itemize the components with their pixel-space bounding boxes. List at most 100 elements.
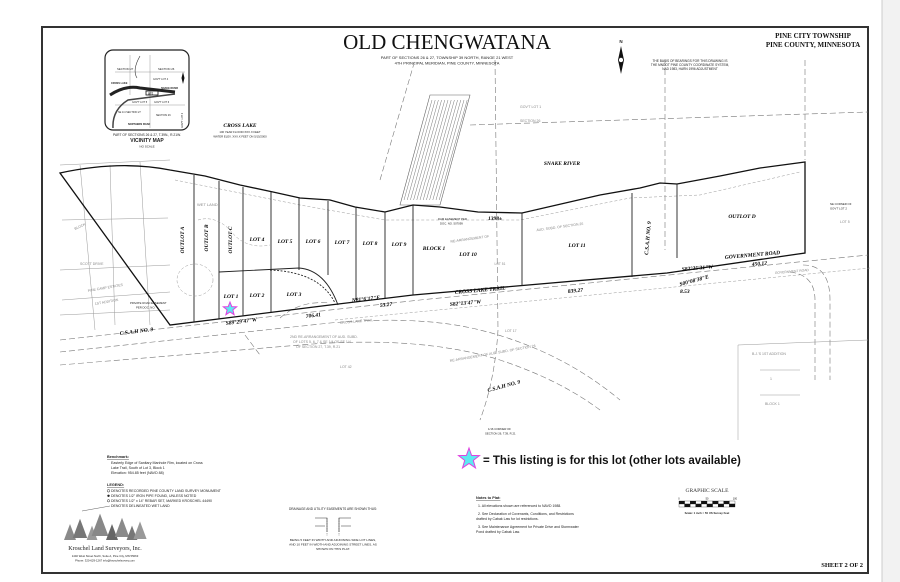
svg-text:OF LOTS 5, 6, 7 & SE 1/4 OF SE: OF LOTS 5, 6, 7 & SE 1/4 OF SE 1/4 bbox=[293, 340, 351, 344]
svg-text:8.53: 8.53 bbox=[680, 289, 690, 295]
sheet-number: SHEET 2 OF 2 bbox=[821, 562, 863, 569]
lot-label-outlot-c: OUTLOT C bbox=[228, 226, 234, 253]
scale-segment bbox=[695, 500, 702, 505]
vicinity-label-site: SITE bbox=[148, 94, 154, 96]
tree-icon bbox=[72, 518, 88, 538]
township-header: PINE CITY TOWNSHIP bbox=[775, 32, 851, 40]
hatch-line bbox=[422, 99, 452, 201]
svg-text:BLOCK: BLOCK bbox=[74, 222, 87, 231]
surveyed-shoreline bbox=[174, 171, 801, 221]
lot-label-1: LOT 1 bbox=[223, 294, 239, 300]
government-road-row-label: GOVERNMENT ROAD bbox=[775, 268, 810, 275]
tree-icon bbox=[114, 517, 130, 537]
lot-label-outlot-a: OUTLOT A bbox=[180, 226, 186, 253]
lot-label-8: LOT 8 bbox=[362, 241, 378, 247]
svg-text:THE BASIS OF BEARINGS FOR THIS: THE BASIS OF BEARINGS FOR THIS DRAWING I… bbox=[652, 59, 727, 63]
govt-lot-line bbox=[469, 111, 869, 126]
private-road-note: PRIVATE ROAD EASEMENT bbox=[130, 301, 167, 305]
svg-text:Easterly Edge of Sanitary Manh: Easterly Edge of Sanitary Manhole Rim, l… bbox=[111, 461, 203, 465]
svg-text:839.27: 839.27 bbox=[568, 288, 584, 295]
svg-text:CROSS LAKE: CROSS LAKE bbox=[223, 123, 256, 129]
hatch-line bbox=[432, 99, 462, 201]
scale-tick-label: 100 bbox=[733, 498, 738, 501]
easement-diagram: DRAINAGE AND UTILITY EASEMENTS ARE SHOWN… bbox=[289, 507, 377, 551]
vicinity-caption: PART OF SECTIONS 26 & 27, T.39N., R.21W. bbox=[113, 133, 181, 137]
scale-segment bbox=[684, 500, 691, 505]
tree-icon bbox=[91, 513, 109, 536]
svg-text:DENOTES 1/2" x 14" REBAR SET,: DENOTES 1/2" x 14" REBAR SET, MARKED KRO… bbox=[111, 499, 212, 503]
wetland-boundary bbox=[197, 218, 271, 247]
lot-label-5: LOT 5 bbox=[277, 239, 293, 245]
svg-text:WATER ELEV. XXX.X FEET ON 5/15: WATER ELEV. XXX.X FEET ON 5/15/2000 bbox=[213, 135, 267, 139]
svg-text:SCOTT DRIVE: SCOTT DRIVE bbox=[80, 262, 104, 266]
scale-segment bbox=[678, 503, 685, 508]
government-road-label: GOVERNMENT ROAD bbox=[725, 250, 781, 261]
svg-text:2. See Declaration of Covenan: 2. See Declaration of Covenants, Conditi… bbox=[478, 512, 574, 516]
vicinity-title: VICINITY MAP bbox=[130, 138, 164, 144]
scale-segment bbox=[706, 500, 713, 505]
svg-text:S89°29'47"W: S89°29'47"W bbox=[225, 316, 258, 327]
svg-text:1398±: 1398± bbox=[488, 216, 502, 222]
svg-text:SECTION 26, T.39, R.21: SECTION 26, T.39, R.21 bbox=[485, 432, 516, 436]
svg-text:S82°13'47"W: S82°13'47"W bbox=[450, 298, 483, 308]
svg-text:S00°08'38"E: S00°08'38"E bbox=[679, 273, 710, 288]
svg-text:2ND RE-ARRANGEMENT OF AUD. SUB: 2ND RE-ARRANGEMENT OF AUD. SUBD. bbox=[290, 335, 358, 339]
snake-river-label: SNAKE RIVER bbox=[544, 161, 581, 167]
surveyor-logo bbox=[64, 513, 147, 540]
svg-text:SHOWN ON THIS PLAT.: SHOWN ON THIS PLAT. bbox=[316, 547, 350, 551]
cross-lake-label: CROSS LAKE 100 YEAR FLOOD=XXX.X FEET WAT… bbox=[213, 123, 267, 139]
bearings-distances: S89°29'47"W 706.41 N81°6'17"E 53.27 S82°… bbox=[225, 261, 767, 327]
hatch-line bbox=[426, 99, 455, 201]
svg-text:53.27: 53.27 bbox=[380, 302, 393, 309]
block-1-label: BLOCK 1 bbox=[422, 246, 446, 252]
roads bbox=[59, 254, 871, 440]
svg-text:AND 10 FEET IN WIDTH AND ADJOI: AND 10 FEET IN WIDTH AND ADJOINING STREE… bbox=[289, 543, 377, 547]
svg-text:LOT 51: LOT 51 bbox=[495, 262, 506, 266]
scale-segment bbox=[718, 503, 724, 508]
cross-lake-trail-road-label: CROSS LAKE TRAIL bbox=[340, 318, 373, 325]
scale-segment bbox=[690, 500, 696, 505]
scale-segment bbox=[729, 500, 736, 505]
svg-text:Scale: 1 inch = 50 US Survey F: Scale: 1 inch = 50 US Survey Feet bbox=[685, 511, 730, 515]
listing-legend-star-icon bbox=[457, 446, 481, 470]
svg-text:100 YEAR FLOOD=XXX.X FEET: 100 YEAR FLOOD=XXX.X FEET bbox=[219, 130, 261, 134]
scale-segment bbox=[706, 503, 713, 508]
dam-easement-note: DAM EASEMENT PER bbox=[438, 217, 467, 221]
lot-label-7: LOT 7 bbox=[334, 240, 350, 246]
scale-segment bbox=[701, 503, 708, 508]
scale-tick-label: 50 bbox=[706, 498, 709, 501]
scale-segment bbox=[678, 500, 685, 505]
svg-text:LOT 5: LOT 5 bbox=[840, 220, 850, 224]
wetland-label: WET LAND bbox=[197, 202, 218, 207]
svg-text:1: 1 bbox=[770, 377, 772, 381]
scale-segment bbox=[712, 503, 719, 508]
svg-text:RE-ARRANGEMENT OF: RE-ARRANGEMENT OF bbox=[450, 234, 489, 243]
svg-text:Benchmark:: Benchmark: bbox=[107, 455, 129, 459]
scale-segment bbox=[723, 503, 730, 508]
vicinity-label-section-26-south: SECTION 26 bbox=[156, 114, 171, 117]
vicinity-label-govt-lot-4: GOV'T LOT 4 bbox=[153, 78, 169, 81]
north-arrow-icon: N bbox=[618, 39, 624, 74]
stormwater-pond bbox=[176, 263, 214, 297]
rearrangement-label: 2ND RE-ARRANGEMENT OF AUD. SUBD. OF LOTS… bbox=[290, 335, 358, 349]
svg-text:BLOCK 1: BLOCK 1 bbox=[765, 402, 780, 406]
bjs-addition-label: B.J.'S 1ST ADDITION bbox=[752, 352, 786, 356]
vicinity-label-section-27: SECTION 27 bbox=[117, 67, 134, 71]
tree-icon bbox=[64, 524, 76, 540]
vicinity-label-section-26: SECTION 26 bbox=[158, 67, 175, 71]
govt-lot-1-label: GOV'T LOT 1 bbox=[520, 105, 541, 109]
scale-tick-label: 0 bbox=[678, 498, 680, 501]
bearing-basis-note: THE BASIS OF BEARINGS FOR THIS DRAWING I… bbox=[651, 59, 729, 71]
survey-monument-icon bbox=[106, 489, 111, 493]
notes-to-plat: Notes to Plat: 1. All elevations shown a… bbox=[476, 496, 580, 534]
north-label: N bbox=[619, 39, 622, 44]
tree-icon bbox=[106, 524, 118, 540]
scale-segment bbox=[729, 503, 736, 508]
svg-text:GOV'T LOT 2: GOV'T LOT 2 bbox=[830, 207, 847, 211]
vicinity-label-se-quarter: SE 1/4 SECTION 27 bbox=[118, 111, 141, 114]
svg-text:DENOTES DELINEATED WET LAND: DENOTES DELINEATED WET LAND bbox=[111, 504, 170, 508]
listing-note: = This listing is for this lot (other lo… bbox=[483, 455, 741, 467]
lot-label-2: LOT 2 bbox=[249, 293, 265, 299]
svg-text:DENOTES RECORDED PINE COUNTY L: DENOTES RECORDED PINE COUNTY LAND SURVEY… bbox=[111, 489, 222, 493]
hatch-line bbox=[413, 99, 442, 201]
